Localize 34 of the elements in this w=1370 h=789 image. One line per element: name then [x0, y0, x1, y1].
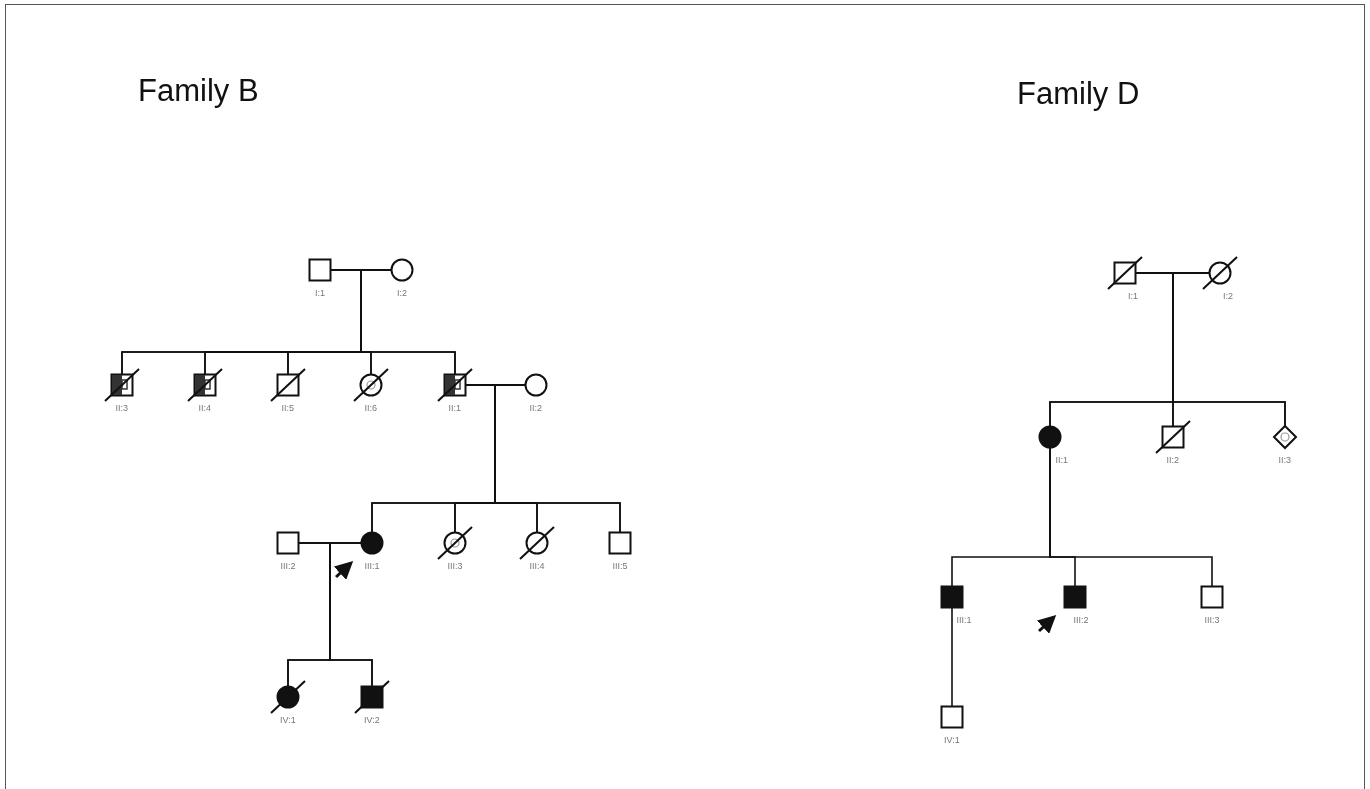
pedigree-line — [360, 269, 456, 375]
individual-id: I:1 — [315, 288, 325, 298]
individual-id: II:1 — [1055, 455, 1068, 465]
proband-arrow — [333, 560, 354, 580]
individual-id: III:3 — [447, 561, 463, 571]
individual-id: III:2 — [280, 561, 296, 571]
individual-id: I:2 — [397, 288, 407, 298]
individual-id: III:5 — [612, 561, 628, 571]
individual-id: IV:2 — [364, 715, 380, 725]
family-title: Family D — [1017, 76, 1140, 112]
individual-id: II:2 — [529, 403, 542, 413]
individual-id: IV:1 — [944, 735, 960, 745]
individual-id: II:6 — [364, 403, 377, 413]
individual-id: II:5 — [281, 403, 294, 413]
individual-id: IV:1 — [280, 715, 296, 725]
individual-id: II:3 — [1278, 455, 1291, 465]
individual-id: II:3 — [115, 403, 128, 413]
pedigree-line — [1049, 447, 1213, 587]
individual-id: III:4 — [529, 561, 545, 571]
individual-id: III:3 — [1204, 615, 1220, 625]
individual-id: III:1 — [956, 615, 972, 625]
family-title: Family B — [138, 73, 259, 109]
pedigree-line — [329, 542, 373, 687]
pedigree-line — [951, 607, 953, 707]
individual-id: II:2 — [1166, 455, 1179, 465]
pedigree-line — [494, 384, 621, 533]
proband-arrow — [1036, 614, 1057, 634]
individual-id: I:1 — [1128, 291, 1138, 301]
individual-id: II:4 — [198, 403, 211, 413]
pedigree-line — [1172, 272, 1286, 427]
individual-id: I:2 — [1223, 291, 1233, 301]
individual-id: III:1 — [364, 561, 380, 571]
individual-id: II:1 — [448, 403, 461, 413]
individual-id: III:2 — [1073, 615, 1089, 625]
